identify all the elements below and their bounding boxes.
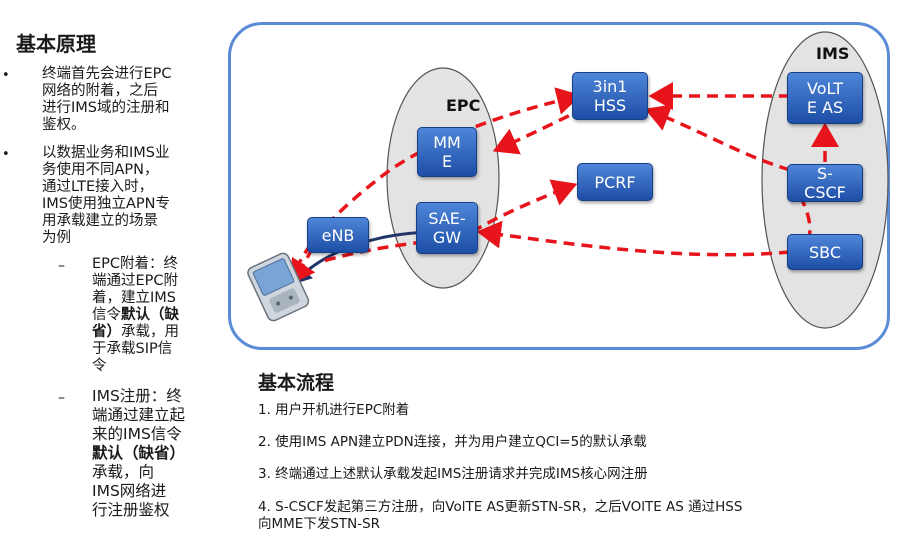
node-saegw-label: SAE- GW (428, 209, 466, 247)
text-run: 承载，用 (121, 324, 179, 340)
text-line: 通过LTE接入时， (42, 179, 154, 195)
node-volte-as-label: VoLT E AS (806, 79, 844, 117)
node-mme-label: MM E (433, 133, 461, 171)
text-line: 默认（缺省） (92, 444, 222, 463)
bullet-1-text: 终端首先会进行EPC 网络的附着，之后 进行IMS域的注册和 鉴权。 (42, 66, 222, 134)
node-volte-as[interactable]: VoLT E AS (787, 72, 863, 124)
flow-step: 1. 用户开机进行EPC附着 (258, 402, 410, 418)
ims-cluster-label: IMS (816, 44, 850, 63)
scscf-to-hss-arrow (644, 104, 791, 172)
sub-bullet-2-text: IMS注册：终 端通过建立起 来的IMS信令 默认（缺省） 承载，向 IMS网络… (92, 387, 222, 520)
text-line: 网络的附着，之后 (42, 83, 158, 99)
sub-bullet-marker: – (58, 258, 65, 274)
node-pcrf-label: PCRF (594, 172, 636, 192)
node-enb-label: eNB (321, 225, 355, 245)
text-line: IMS使用独立APN专 (42, 196, 171, 212)
text-line: 承载，向 (92, 463, 155, 481)
bold-text: 默认（缺 (121, 307, 179, 323)
node-hss-label: 3in1 HSS (592, 77, 628, 115)
sbc-to-saegw-arrow (476, 220, 791, 257)
text-line: 端通过建立起 (92, 406, 186, 424)
text-line: 为例 (42, 230, 71, 246)
text-line: 于承载SIP信 (92, 341, 173, 357)
epc-cluster (386, 67, 500, 289)
text-line: EPC附着：终 (92, 256, 179, 272)
flow-title: 基本流程 (258, 372, 335, 394)
text-line: IMS注册：终 (92, 387, 182, 405)
bold-text: 默认（缺省） (92, 444, 186, 462)
epc-cluster-label: EPC (446, 96, 481, 115)
principle-title: 基本原理 (16, 32, 96, 56)
text-line: 行注册鉴权 (92, 501, 170, 519)
bullet-marker: • (2, 68, 10, 83)
flow-step: 4. S-CSCF发起第三方注册，向VolTE AS更新STN-SR，之后VOl… (258, 499, 743, 515)
flow-step: 向MME下发STN-SR (258, 516, 381, 532)
text-line: 令 (92, 358, 107, 374)
sub-bullet-marker: – (58, 390, 65, 406)
bullet-marker: • (2, 147, 10, 162)
bullet-2-text: 以数据业务和IMS业 务使用不同APN， 通过LTE接入时， IMS使用独立AP… (42, 145, 222, 247)
node-hss[interactable]: 3in1 HSS (572, 72, 648, 120)
node-scscf[interactable]: S- CSCF (787, 164, 863, 202)
node-sbc-label: SBC (808, 242, 842, 262)
node-scscf-label: S- CSCF (804, 164, 846, 202)
node-enb[interactable]: eNB (307, 217, 369, 253)
text-line: 用承载建立的场景 (42, 213, 158, 229)
text-line: 来的IMS信令 (92, 425, 182, 443)
text-line: 着，建立IMS (92, 290, 176, 306)
sub-bullet-1-text: EPC附着：终 端通过EPC附 着，建立IMS 信令默认（缺 省）承载，用 于承… (92, 256, 222, 375)
node-mme[interactable]: MM E (417, 127, 477, 177)
text-line: 进行IMS域的注册和 (42, 100, 170, 116)
node-saegw[interactable]: SAE- GW (416, 202, 478, 254)
text-line: IMS网络进 (92, 482, 167, 500)
flow-step: 3. 终端通过上述默认承载发起IMS注册请求并完成IMS核心网注册 (258, 466, 648, 482)
node-pcrf[interactable]: PCRF (577, 163, 653, 201)
mobile-phone-icon (247, 252, 310, 322)
text-line: 信令默认（缺 (92, 307, 222, 324)
text-line: 端通过EPC附 (92, 273, 179, 289)
node-sbc[interactable]: SBC (787, 234, 863, 270)
text-line: 鉴权。 (42, 117, 86, 133)
text-line: 务使用不同APN， (42, 162, 159, 178)
text-line: 终端首先会进行EPC (42, 66, 172, 82)
text-line: 以数据业务和IMS业 (42, 145, 170, 161)
text-line: 省）承载，用 (92, 324, 222, 341)
flow-step: 2. 使用IMS APN建立PDN连接，并为用户建立QCI=5的默认承载 (258, 434, 647, 450)
text-run: 信令 (92, 307, 121, 323)
bold-text: 省） (92, 324, 121, 340)
